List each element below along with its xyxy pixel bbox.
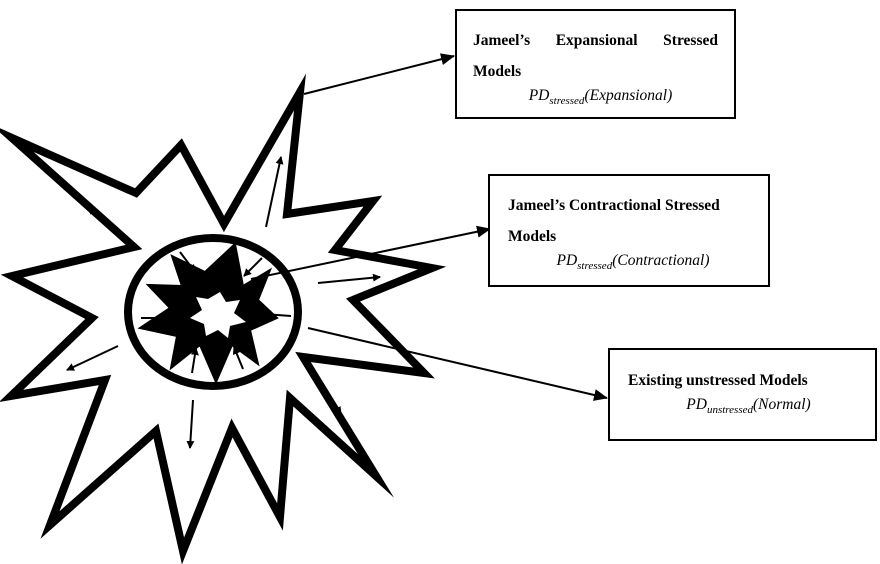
formula-subscript: unstressed	[706, 404, 753, 417]
formula-argument: (Contractional)	[612, 252, 710, 269]
unstressed-formula: PDunstressed(Normal)	[628, 396, 859, 416]
formula-base: PD	[686, 396, 707, 413]
formula-subscript: stressed	[577, 260, 613, 273]
formula-subscript: stressed	[549, 95, 585, 108]
contractional-formula: PDstressed(Contractional)	[508, 252, 752, 272]
connector-contractional	[250, 225, 491, 280]
inner-white-core	[190, 292, 246, 338]
expansional-models-box: Jameel’s Expansional Stressed Models PDs…	[455, 9, 736, 119]
expansional-formula: PDstressed(Expansional)	[473, 87, 718, 107]
unstressed-title: Existing unstressed Models	[628, 372, 808, 389]
formula-base: PD	[556, 252, 578, 269]
formula-argument: (Expansional)	[584, 87, 673, 104]
formula-argument: (Normal)	[753, 396, 811, 413]
contractional-models-box: Jameel’s Contractional Stressed Models P…	[488, 174, 770, 287]
connector-unstressed	[307, 327, 608, 401]
formula-base: PD	[528, 87, 550, 104]
inward-arrows	[141, 251, 292, 374]
contractional-title: Jameel’s Contractional Stressed Models	[508, 197, 720, 245]
connector-expansional	[303, 53, 455, 95]
outward-arrows	[66, 156, 381, 449]
unstressed-models-box: Existing unstressed Models PDunstressed(…	[608, 348, 877, 441]
expansional-title: Jameel’s Expansional Stressed Models	[473, 32, 718, 80]
